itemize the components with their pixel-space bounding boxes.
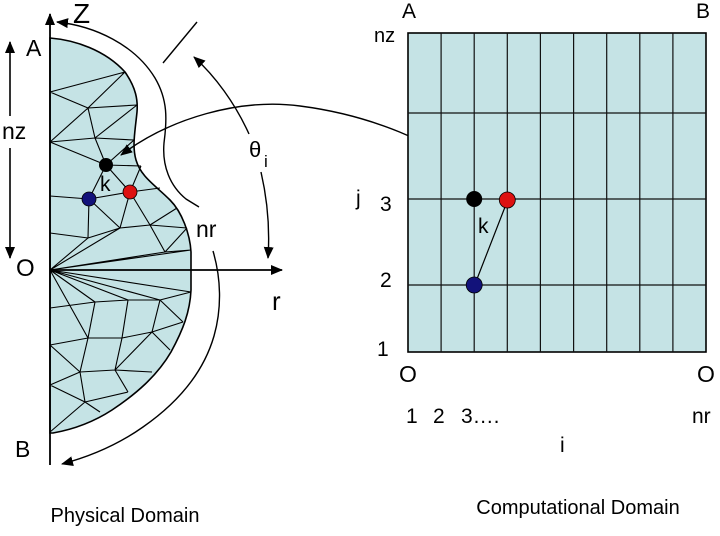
origin-label: O <box>16 255 35 282</box>
boundary-tick-mark <box>162 21 198 64</box>
physical-node-black <box>99 158 113 172</box>
k-connector-line <box>476 206 506 280</box>
grid-node-black <box>466 191 483 207</box>
point-a-label: A <box>26 35 42 61</box>
j-axis-label: j <box>356 187 361 210</box>
col-label-nr: nr <box>692 405 711 428</box>
theta-label: θ <box>249 137 262 162</box>
col-label-2: 2 <box>433 405 445 428</box>
row-label-3: 3 <box>380 193 392 216</box>
grid-corner-o-left-label: O <box>399 361 417 387</box>
computational-domain-figure <box>407 32 707 353</box>
point-b-label: B <box>15 436 31 462</box>
nz-label: nz <box>2 118 27 144</box>
grid-nz-label: nz <box>374 25 396 47</box>
physical-node-red <box>122 184 138 200</box>
nr-label: nr <box>196 216 217 242</box>
grid-corner-b-label: B <box>696 0 711 23</box>
physical-domain-caption: Physical Domain <box>50 505 200 527</box>
i-axis-label: i <box>560 434 565 457</box>
outer-boundary-curve-lower <box>61 250 221 466</box>
theta-arrow-to-tick <box>193 56 250 135</box>
physical-node-blue <box>81 191 97 207</box>
grid-node-blue <box>465 276 483 294</box>
physical-domain-figure <box>4 13 283 466</box>
grid-node-red <box>498 191 516 209</box>
row-label-1: 1 <box>377 338 389 361</box>
computational-k-label: k <box>478 215 489 238</box>
grid-corner-o-right-label: O <box>697 361 715 387</box>
physical-k-label: k <box>100 173 111 196</box>
computational-domain-caption: Computational Domain <box>476 497 680 519</box>
col-label-1: 1 <box>406 405 418 428</box>
physical-region-shape <box>49 37 192 434</box>
row-label-2: 2 <box>380 269 392 292</box>
outer-boundary-curve-upper <box>56 18 200 208</box>
theta-arrow-to-r-axis <box>260 171 274 259</box>
col-label-3: 3…. <box>461 405 500 428</box>
grid-region <box>407 32 707 353</box>
theta-subscript-label: i <box>264 152 268 171</box>
z-axis-label: Z <box>73 0 91 29</box>
grid-corner-a-label: A <box>402 0 417 23</box>
r-axis-label: r <box>272 286 281 316</box>
mesh-edges <box>49 71 192 433</box>
